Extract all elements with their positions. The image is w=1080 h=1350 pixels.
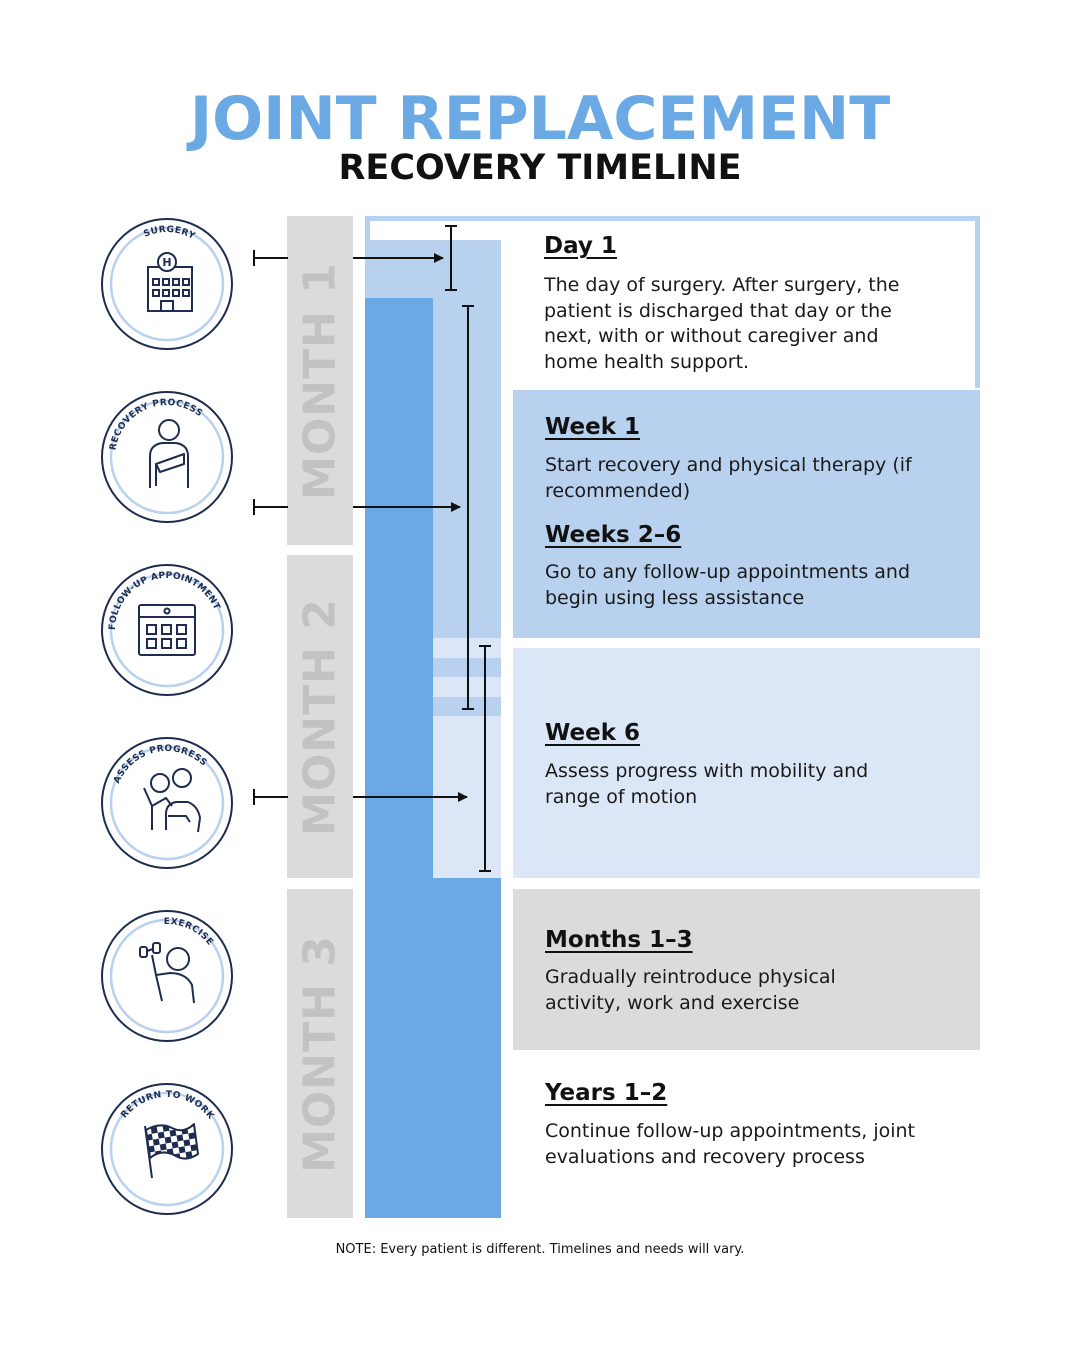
years-1-2-heading: Years 1–2 bbox=[545, 1080, 668, 1106]
svg-text:H: H bbox=[162, 256, 171, 269]
follow-up-appointment-badge: FOLLOW-UP APPOINTMENT bbox=[100, 563, 234, 697]
years-1-2-description: Continue follow-up appointments, joint e… bbox=[545, 1120, 916, 1168]
page-title: JOINT REPLACEMENT bbox=[189, 84, 891, 154]
footer-note: NOTE: Every patient is different. Timeli… bbox=[335, 1242, 745, 1257]
months-1-3-box: Months 1–3 Gradually reintroduce physica… bbox=[513, 889, 980, 1050]
years-1-2-box: Years 1–2 Continue follow-up appointment… bbox=[513, 1060, 980, 1218]
therapist-patient-icon bbox=[143, 768, 201, 833]
week-6-description: Assess progress with mobility and range … bbox=[545, 760, 869, 808]
months-1-3-description: Gradually reintroduce physical activity,… bbox=[545, 966, 836, 1014]
assess-progress-badge: ASSESS PROGRESS bbox=[100, 736, 234, 870]
day1-bar bbox=[365, 240, 501, 300]
recovery-process-badge: RECOVERY PROCESS bbox=[100, 390, 234, 524]
month-1-band: MONTH 1 bbox=[287, 216, 353, 545]
timeline-right-frame bbox=[975, 216, 980, 388]
month-3-band: MONTH 3 bbox=[287, 889, 353, 1218]
week-6-heading: Week 6 bbox=[545, 720, 641, 746]
months-1-3-heading: Months 1–3 bbox=[545, 927, 693, 953]
person-arm-sling-icon bbox=[149, 419, 189, 488]
day-1-description: The day of surgery. After surgery, the p… bbox=[544, 274, 900, 373]
day-1-heading: Day 1 bbox=[544, 233, 617, 259]
day-1-box: Day 1 The day of surgery. After surgery,… bbox=[501, 221, 975, 388]
week-6-range-bracket bbox=[479, 645, 491, 872]
week-1-6-range-bracket bbox=[462, 305, 474, 710]
hospital-icon: H bbox=[147, 252, 193, 312]
page-subtitle: RECOVERY TIMELINE bbox=[338, 148, 742, 188]
months-bar bbox=[433, 878, 501, 1218]
timeline-top-frame bbox=[365, 216, 980, 221]
exercise-badge: EXERCISE bbox=[100, 909, 234, 1043]
calendar-icon bbox=[138, 604, 196, 656]
week-6-box: Week 6 Assess progress with mobility and… bbox=[513, 648, 980, 878]
weeks-2-6-heading: Weeks 2–6 bbox=[545, 522, 682, 548]
return-to-work-badge: RETURN TO WORK bbox=[100, 1082, 234, 1216]
week-1-description: Start recovery and physical therapy (if … bbox=[545, 454, 912, 502]
month-2-band: MONTH 2 bbox=[287, 555, 353, 878]
timeline-left-frame bbox=[365, 216, 370, 246]
week-1-heading: Week 1 bbox=[545, 414, 641, 440]
day-1-range-bracket bbox=[445, 225, 457, 291]
checkered-flag-icon bbox=[144, 1123, 199, 1179]
main-recovery-bar bbox=[365, 298, 433, 1218]
dumbbell-lift-icon bbox=[139, 942, 195, 1004]
surgery-badge: SURGERY H bbox=[100, 217, 234, 351]
weeks-2-6-description: Go to any follow-up appointments and beg… bbox=[545, 561, 911, 609]
week-1-box: Week 1 Start recovery and physical thera… bbox=[513, 390, 980, 638]
